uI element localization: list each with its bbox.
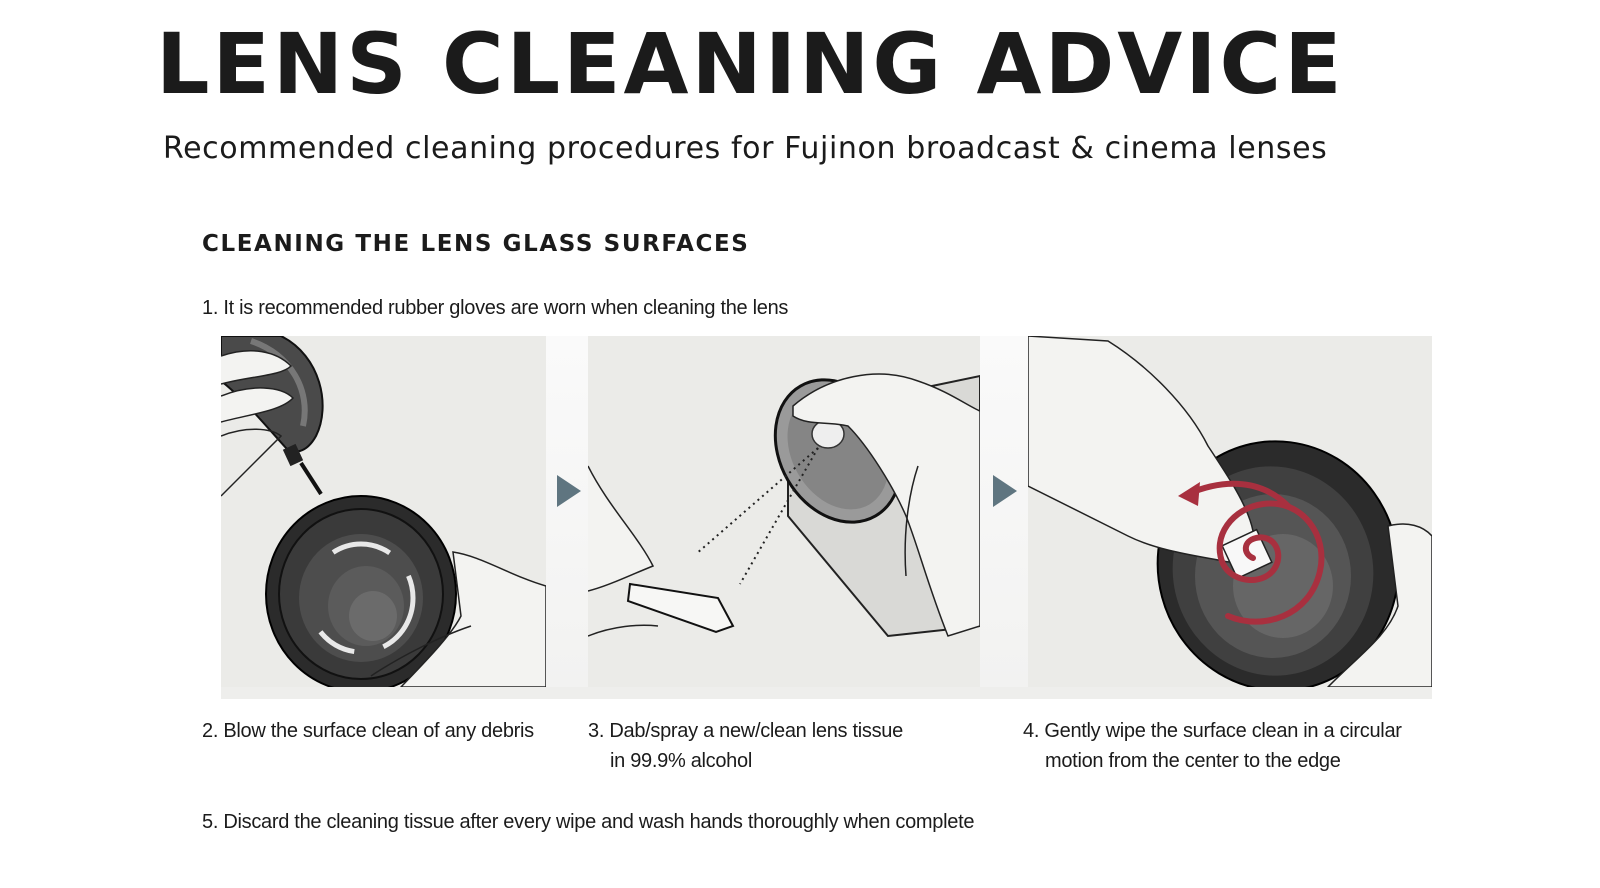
blower-lens-icon	[221, 336, 546, 687]
step-number: 2.	[202, 720, 219, 742]
illustration-blower	[221, 336, 546, 687]
step-divider	[980, 336, 1028, 687]
step-number: 3.	[588, 720, 605, 742]
circular-wipe-icon	[1028, 336, 1432, 687]
step-3: 3. Dab/spray a new/clean lens tissue in …	[588, 716, 903, 776]
step-divider	[546, 336, 588, 687]
page-title: LENS CLEANING ADVICE	[156, 15, 1345, 113]
step-number: 1.	[202, 297, 219, 319]
step-text: Discard the cleaning tissue after every …	[223, 811, 975, 833]
step-number: 5.	[202, 811, 219, 833]
step-text-line2: in 99.9% alcohol	[610, 750, 752, 772]
step-4: 4. Gently wipe the surface clean in a ci…	[1023, 716, 1402, 776]
step-5: 5. Discard the cleaning tissue after eve…	[202, 807, 974, 837]
next-arrow-icon	[557, 475, 581, 507]
step-1: 1. It is recommended rubber gloves are w…	[202, 293, 788, 323]
step-number: 4.	[1023, 720, 1040, 742]
step-text-line2: motion from the center to the edge	[1045, 750, 1341, 772]
step-text-line1: Gently wipe the surface clean in a circu…	[1044, 720, 1402, 742]
step-text-line1: Dab/spray a new/clean lens tissue	[609, 720, 903, 742]
page-subtitle: Recommended cleaning procedures for Fuji…	[163, 131, 1328, 166]
next-arrow-icon	[993, 475, 1017, 507]
illustration-wipe	[1028, 336, 1432, 687]
step-text: Blow the surface clean of any debris	[223, 720, 534, 742]
illustration-spray	[588, 336, 980, 687]
step-2: 2. Blow the surface clean of any debris	[202, 716, 534, 746]
section-heading: CLEANING THE LENS GLASS SURFACES	[202, 231, 750, 257]
step-text: It is recommended rubber gloves are worn…	[223, 297, 789, 319]
spray-can-icon	[588, 373, 980, 638]
